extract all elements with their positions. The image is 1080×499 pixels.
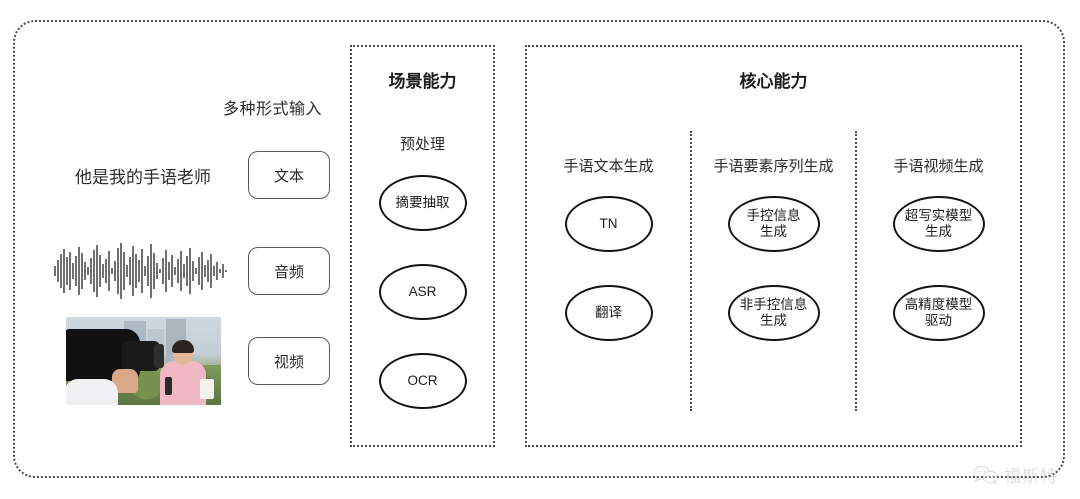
core-column-nodes-sign-video: 超写实模型 生成 高精度模型 驱动	[892, 196, 985, 341]
scene-node-summary[interactable]: 摘要抽取	[378, 175, 467, 231]
watermark: 福斯特	[973, 462, 1058, 487]
multimodal-input-panel: 多种形式输入 他是我的手语老师 文本	[30, 95, 330, 415]
core-capability-panel: 核心能力 手语文本生成 TN 翻译 手语要素序列生成 手控信息 生成 非手控信息…	[525, 45, 1022, 447]
core-column-sign-text-generation: 手语文本生成 TN 翻译	[527, 131, 690, 411]
scene-node-ocr[interactable]: OCR	[378, 353, 467, 409]
text-sample-area: 他是我的手语老师	[48, 137, 238, 213]
input-row-text: 他是我的手语老师 文本	[30, 137, 330, 213]
audio-waveform-icon	[54, 243, 227, 299]
core-column-nodes-sign-text: TN 翻译	[564, 196, 653, 341]
input-row-video: 视频	[30, 317, 330, 405]
scene-capability-title: 场景能力	[388, 72, 457, 91]
scene-capability-node-list: 摘要抽取 ASR OCR	[352, 175, 493, 409]
core-node-tn[interactable]: TN	[564, 196, 653, 252]
core-column-header-element-sequence: 手语要素序列生成	[713, 158, 834, 175]
core-column-nodes-element-sequence: 手控信息 生成 非手控信息 生成	[727, 196, 820, 341]
input-panel-caption: 多种形式输入	[222, 101, 322, 118]
text-sample: 他是我的手语老师	[75, 167, 211, 187]
core-capability-title: 核心能力	[739, 72, 808, 91]
core-node-high-precision-model-driving[interactable]: 高精度模型 驱动	[892, 285, 985, 341]
diagram-outer-frame	[13, 20, 1065, 478]
core-capability-columns: 手语文本生成 TN 翻译 手语要素序列生成 手控信息 生成 非手控信息 生成 手…	[527, 131, 1020, 411]
core-node-non-manual-info-generation[interactable]: 非手控信息 生成	[727, 285, 820, 341]
core-column-header-sign-video: 手语视频生成	[893, 158, 984, 175]
wechat-icon	[973, 465, 999, 485]
core-node-translation[interactable]: 翻译	[564, 285, 653, 341]
scene-capability-panel: 场景能力 预处理 摘要抽取 ASR OCR	[350, 45, 495, 447]
input-type-text-button[interactable]: 文本	[248, 151, 330, 199]
watermark-text: 福斯特	[1004, 467, 1058, 486]
input-row-audio: 音频	[30, 233, 330, 309]
core-column-sign-video-generation: 手语视频生成 超写实模型 生成 高精度模型 驱动	[855, 131, 1020, 411]
video-thumbnail-image	[65, 317, 221, 405]
core-column-element-sequence-generation: 手语要素序列生成 手控信息 生成 非手控信息 生成	[690, 131, 855, 411]
scene-capability-subtitle: 预处理	[399, 136, 445, 153]
core-node-photorealistic-model-generation[interactable]: 超写实模型 生成	[892, 196, 985, 252]
input-type-video-button[interactable]: 视频	[248, 337, 330, 385]
core-node-manual-info-generation[interactable]: 手控信息 生成	[727, 196, 820, 252]
input-type-audio-button[interactable]: 音频	[248, 247, 330, 295]
core-column-header-sign-text: 手语文本生成	[563, 158, 654, 175]
video-thumbnail-area	[48, 317, 238, 405]
audio-waveform-area	[48, 233, 238, 309]
scene-node-asr[interactable]: ASR	[378, 264, 467, 320]
